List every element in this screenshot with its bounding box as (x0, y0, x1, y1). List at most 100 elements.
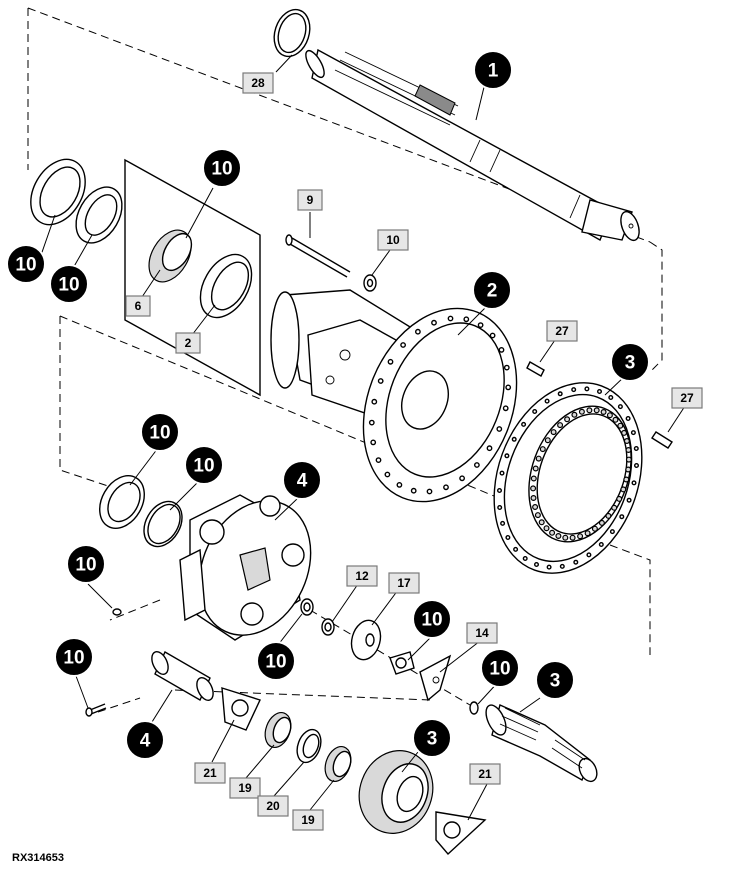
washer-12-part (321, 618, 335, 636)
svg-text:10: 10 (265, 652, 286, 673)
hole-mark (521, 421, 527, 427)
hole-mark (477, 322, 484, 328)
tag-21-left: 21 (194, 762, 226, 784)
hole-mark (616, 495, 623, 502)
hole-mark (443, 484, 449, 491)
shaft-part (305, 48, 640, 242)
spacer-ring-part (296, 728, 322, 764)
hole-mark (584, 386, 590, 392)
hole-mark (571, 411, 578, 418)
hole-mark (573, 559, 579, 565)
hole-mark (630, 430, 636, 436)
hole-mark (539, 446, 546, 453)
hole-mark (605, 512, 612, 519)
callout-3-sun-shaft: 3 (535, 660, 575, 700)
ring-gear-holes (497, 386, 640, 570)
svg-text:10: 10 (63, 648, 84, 669)
hole-mark (625, 466, 632, 473)
hole-mark (426, 488, 433, 495)
callout-4-carrier: 4 (282, 460, 322, 500)
hole-mark (621, 429, 628, 436)
callout-10-fitting: 10 (412, 599, 452, 639)
hole-mark (544, 398, 550, 404)
hole-mark (387, 358, 394, 365)
callout-10-kit-top: 10 (202, 148, 242, 188)
hole-mark (496, 426, 503, 432)
hole-mark (606, 412, 613, 419)
svg-text:10: 10 (149, 423, 170, 444)
hole-mark (431, 319, 437, 326)
planet-pin-part (151, 651, 214, 701)
hole-mark (368, 419, 375, 426)
hole-mark (559, 563, 565, 569)
hole-mark (619, 514, 625, 520)
hole-mark (571, 387, 577, 393)
hole-mark (598, 542, 604, 548)
tag-20: 20 (257, 795, 289, 817)
svg-text:19: 19 (301, 813, 315, 827)
washer-part (363, 274, 377, 292)
svg-text:17: 17 (397, 576, 411, 590)
hole-mark (497, 505, 503, 511)
svg-text:10: 10 (386, 233, 400, 247)
lock-plate-part (419, 654, 452, 702)
svg-text:10: 10 (15, 255, 36, 276)
hole-mark (598, 519, 605, 526)
hole-mark (530, 485, 537, 492)
hole-mark (550, 429, 557, 436)
callout-10-washer: 10 (256, 641, 296, 681)
hole-mark (544, 437, 551, 444)
hole-mark (586, 407, 593, 414)
callout-10-small-washer: 10 (480, 648, 520, 688)
svg-text:1: 1 (488, 61, 499, 82)
hole-mark (577, 533, 584, 540)
hole-mark (623, 476, 630, 483)
hole-mark (623, 438, 630, 445)
svg-text:10: 10 (193, 456, 214, 477)
hole-mark (534, 562, 540, 568)
hole-mark (532, 504, 539, 511)
dowel-pin-part (526, 361, 545, 377)
tag-21-right: 21 (469, 763, 501, 785)
axle-housing-part (270, 289, 518, 503)
hole-mark (569, 534, 576, 541)
sun-gear-shaft-part (485, 704, 598, 783)
small-washer-part (469, 701, 479, 715)
svg-text:4: 4 (140, 731, 151, 752)
hole-mark (593, 407, 600, 414)
small-bolt-part (85, 703, 107, 717)
svg-text:21: 21 (203, 766, 217, 780)
planet-thrust-washer-left (221, 687, 261, 731)
tag-27-ring: 27 (671, 387, 703, 409)
hole-mark (505, 384, 512, 391)
hole-mark (414, 328, 421, 335)
figure-id: RX314653 (12, 852, 64, 864)
thrust-disc-part (350, 619, 382, 661)
thrust-washer-part (300, 598, 314, 616)
hole-mark (530, 475, 537, 482)
hole-mark (578, 408, 585, 415)
bearing-cup-left (75, 186, 123, 244)
hole-mark (549, 529, 556, 536)
hole-mark (634, 463, 640, 469)
snap-ring-part (273, 8, 311, 58)
needle-bearing-part (324, 745, 352, 783)
hole-mark (489, 332, 496, 339)
svg-text:28: 28 (251, 76, 265, 90)
tag-27-housing: 27 (546, 320, 578, 342)
hole-mark (626, 497, 632, 503)
hole-mark (591, 525, 598, 532)
hole-mark (532, 465, 539, 472)
fitting-part (389, 651, 415, 675)
hole-mark (600, 409, 607, 416)
hole-mark (498, 346, 505, 353)
hole-mark (473, 462, 480, 468)
svg-text:9: 9 (307, 193, 314, 207)
svg-text:6: 6 (135, 299, 142, 313)
hole-mark (384, 471, 391, 478)
svg-text:3: 3 (427, 729, 438, 750)
ring-gear-part (493, 382, 643, 574)
hole-mark (611, 504, 618, 511)
svg-text:12: 12 (355, 569, 369, 583)
